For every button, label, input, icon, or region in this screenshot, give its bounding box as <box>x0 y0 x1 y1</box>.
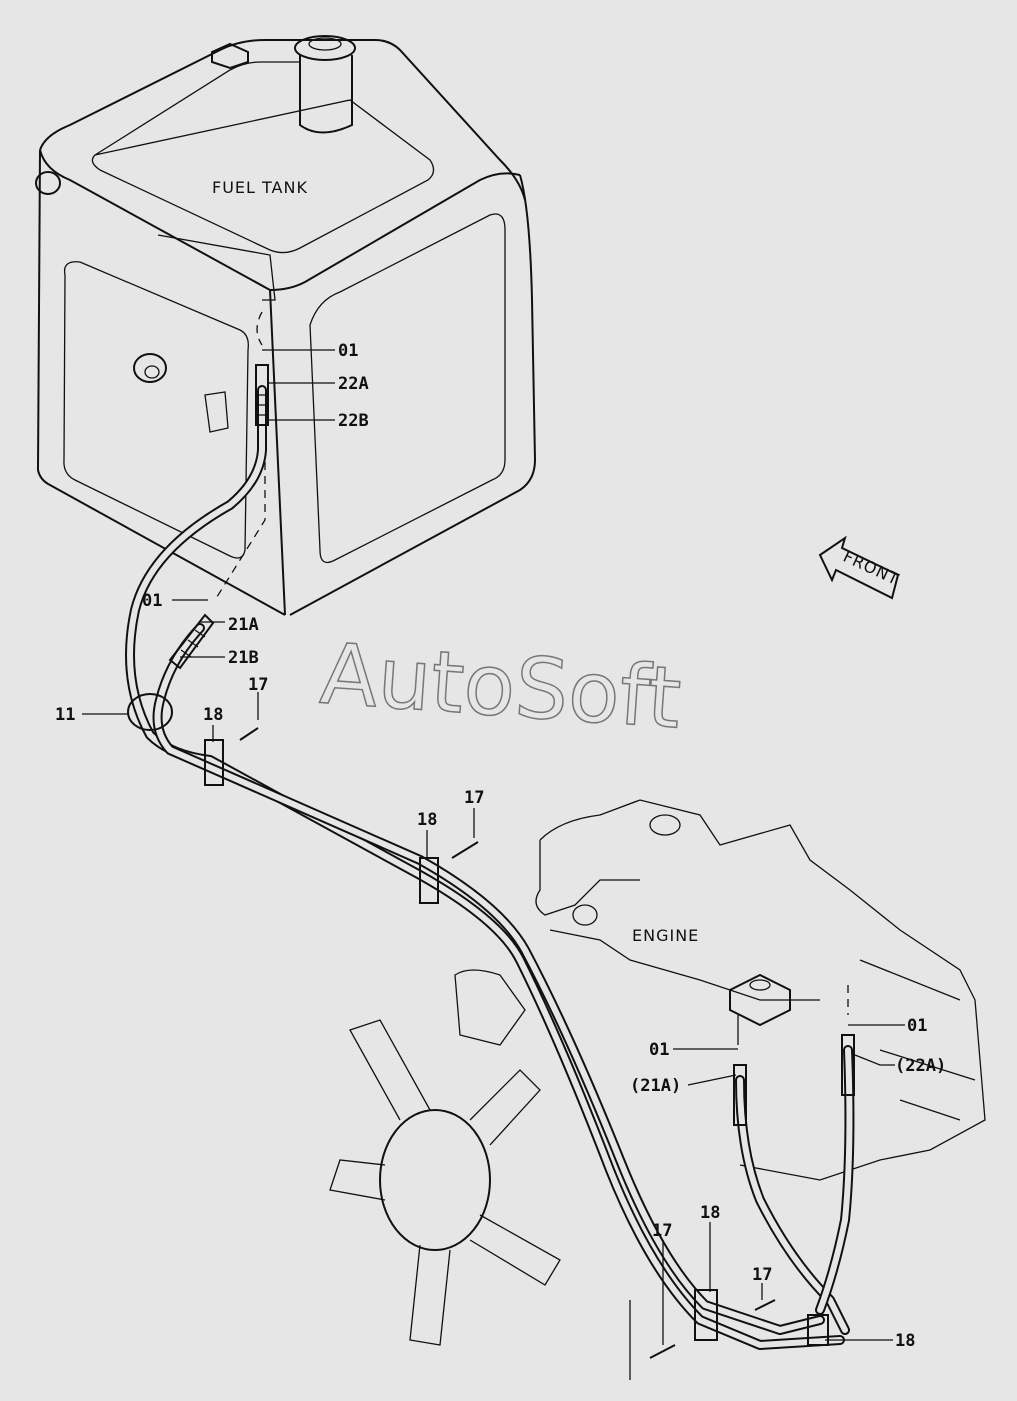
fuel-hoses <box>125 364 855 1350</box>
callout-label: (21A) <box>630 1076 681 1096</box>
callout-label: (22A) <box>895 1056 946 1076</box>
callout-label: 01 <box>649 1040 669 1060</box>
callout-label: 18 <box>417 810 437 830</box>
callout-label: 17 <box>464 788 484 808</box>
front-arrow: FRONT <box>818 535 902 600</box>
callout-label: 21B <box>228 648 259 668</box>
callout-label: 01 <box>338 341 358 361</box>
callout-label: 17 <box>248 675 268 695</box>
callout-label: 21A <box>228 615 259 635</box>
callout-label: 18 <box>203 705 223 725</box>
callout-label: 18 <box>895 1331 915 1351</box>
callout-labels: 01 22A 22B 01 21A 21B 11 17 18 17 18 01 … <box>55 341 946 1351</box>
engine-label: ENGINE <box>632 926 699 945</box>
callout-label: 11 <box>55 705 75 725</box>
callout-label: 22B <box>338 411 369 431</box>
leader-lines <box>82 349 905 1345</box>
callout-label: 01 <box>907 1016 927 1036</box>
engine <box>329 799 986 1380</box>
clamps <box>204 727 829 1359</box>
callout-label: 01 <box>142 591 162 611</box>
callout-label: 17 <box>752 1265 772 1285</box>
front-label: FRONT <box>840 547 902 589</box>
callout-label: 22A <box>338 374 369 394</box>
callout-label: 18 <box>700 1203 720 1223</box>
callout-label: 17 <box>652 1221 672 1241</box>
watermark: AutoSoft <box>317 625 684 748</box>
fuel-tank-label: FUEL TANK <box>212 178 308 197</box>
fuel-tank <box>35 35 537 616</box>
